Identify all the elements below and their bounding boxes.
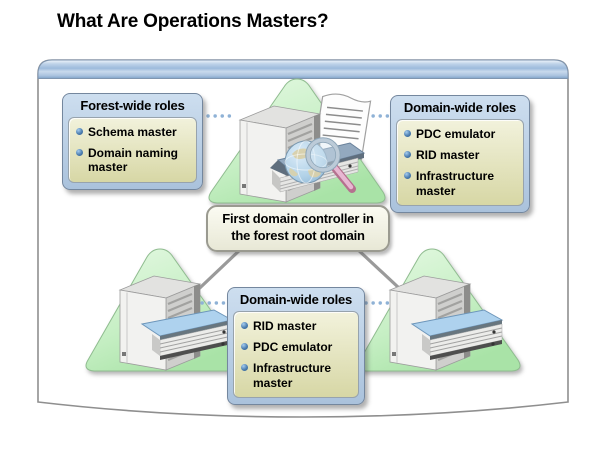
role-item-label: RID master: [416, 148, 480, 163]
bullet-icon: [241, 321, 248, 329]
server-icon-right-dc: [388, 275, 504, 371]
role-item: Domain naming master: [76, 146, 193, 175]
forest-roles-header: Forest-wide roles: [80, 98, 185, 113]
book-icon: [140, 309, 234, 360]
domain-roles-bottom-box: Domain-wide roles RID master PDC emulato…: [227, 287, 365, 406]
domain-roles-bottom-panel: RID master PDC emulator Infrastructure m…: [233, 310, 359, 399]
role-item: Infrastructure master: [241, 361, 355, 390]
forest-roles-panel: Schema master Domain naming master: [68, 116, 197, 183]
role-item: PDC emulator: [241, 340, 355, 354]
role-item: RID master: [404, 148, 520, 162]
magnifier-icon: [305, 137, 356, 193]
role-item-label: Domain naming master: [88, 146, 179, 175]
role-item: Infrastructure master: [404, 169, 520, 198]
domain-roles-bottom-header: Domain-wide roles: [239, 292, 353, 307]
domain-roles-top-box: Domain-wide roles PDC emulator RID maste…: [390, 95, 530, 214]
bullet-icon: [241, 364, 248, 372]
bullet-icon: [76, 127, 83, 135]
forest-roles-box: Forest-wide roles Schema master Domain n…: [62, 93, 203, 190]
bullet-icon: [404, 129, 411, 137]
bullet-icon: [404, 151, 411, 159]
domain-roles-top-panel: PDC emulator RID master Infrastructure m…: [396, 118, 524, 207]
role-item: RID master: [241, 319, 355, 333]
center-label-line1: First domain controller in: [222, 211, 374, 226]
role-item-label: Infrastructure master: [416, 169, 495, 198]
center-label-line2: the forest root domain: [231, 227, 365, 243]
role-item: PDC emulator: [404, 127, 520, 141]
server-icon-left-dc: [118, 275, 234, 371]
role-item-label: RID master: [253, 318, 317, 333]
server-icon-forest-root-dc: [238, 93, 372, 203]
bullet-icon: [241, 343, 248, 351]
slide-title: What Are Operations Masters?: [57, 11, 329, 32]
frame-header-bar: [37, 59, 569, 79]
bullet-icon: [404, 172, 411, 180]
role-item: Schema master: [76, 125, 193, 139]
role-item-label: Infrastructure master: [253, 361, 332, 390]
role-item-label: PDC emulator: [253, 340, 333, 355]
bullet-icon: [76, 149, 83, 157]
center-label: First domain controller in the forest ro…: [206, 205, 390, 252]
book-icon: [410, 309, 504, 360]
domain-roles-top-header: Domain-wide roles: [403, 100, 517, 115]
role-item-label: PDC emulator: [416, 126, 496, 141]
role-item-label: Schema master: [88, 124, 177, 139]
